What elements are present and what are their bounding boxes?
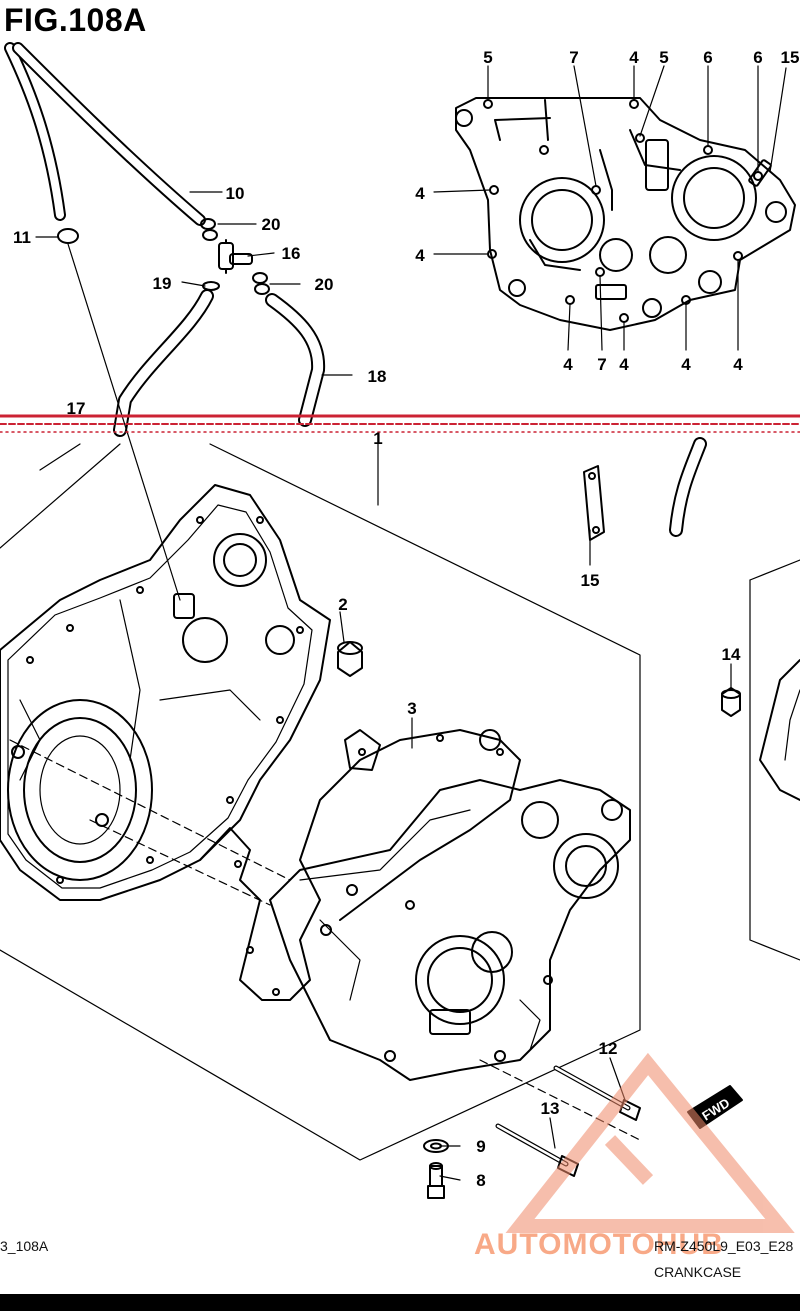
callout-5-b: 5 — [659, 48, 668, 67]
callout-11: 11 — [13, 228, 31, 247]
callout-4-e: 4 — [619, 355, 629, 374]
watermark-logo-icon — [505, 1052, 795, 1233]
section-name: CRANKCASE — [654, 1264, 742, 1280]
callout-6-b: 6 — [753, 48, 762, 67]
callout-3: 3 — [407, 699, 416, 718]
clamp-20-lower-a — [252, 272, 268, 284]
fitting-16-part — [218, 239, 253, 274]
hose-10-drawing — [4, 42, 206, 226]
callout-15-b: 15 — [581, 571, 600, 590]
callout-19: 19 — [153, 274, 172, 293]
callout-14: 14 — [722, 645, 741, 664]
leader-lines-top-left — [35, 191, 353, 601]
callout-4-f: 4 — [681, 355, 691, 374]
callout-8: 8 — [476, 1171, 485, 1190]
callout-4-a: 4 — [629, 48, 639, 67]
gasket-3-part — [199, 729, 521, 1001]
callout-4-c: 4 — [415, 246, 425, 265]
callout-18: 18 — [368, 367, 387, 386]
callout-4-b: 4 — [415, 184, 425, 203]
callout-15-a: 15 — [781, 48, 800, 67]
figure-code-left: 3_108A — [0, 1238, 49, 1254]
callout-2: 2 — [338, 595, 347, 614]
callout-labels: 1 2 3 5 7 4 5 6 6 15 4 4 4 7 4 4 4 10 11… — [13, 48, 799, 1190]
callout-4-g: 4 — [733, 355, 743, 374]
callout-12: 12 — [599, 1039, 618, 1058]
callout-9: 9 — [476, 1137, 485, 1156]
callout-16: 16 — [282, 244, 301, 263]
clamp-20-upper-a — [200, 218, 216, 230]
nut-14-part — [721, 687, 741, 717]
callout-1: 1 — [373, 429, 382, 448]
clamp-20-lower-b — [254, 283, 270, 295]
model-code: RM-Z450L9_E03_E28 — [654, 1238, 794, 1254]
crankcase-side-view — [455, 97, 796, 331]
callout-7-b: 7 — [597, 355, 606, 374]
callout-17: 17 — [67, 399, 86, 418]
watermark-text: AUTOMOTOHUB — [474, 1228, 724, 1261]
hose-18-drawing — [113, 289, 326, 437]
callout-13: 13 — [541, 1099, 560, 1118]
clamp-11-part — [57, 228, 79, 244]
exploded-frame — [0, 443, 800, 1181]
left-crankcase-half — [0, 484, 331, 901]
figure-title: FIG.108A — [4, 2, 147, 38]
dowel-2-part — [337, 641, 363, 677]
bolt-8-part — [427, 1162, 445, 1199]
right-crankcase-half — [269, 779, 631, 1081]
right-edge-partial-case — [759, 659, 800, 801]
callout-6-a: 6 — [703, 48, 712, 67]
separator-line — [0, 414, 800, 433]
callout-20-a: 20 — [262, 215, 281, 234]
callout-5-a: 5 — [483, 48, 492, 67]
clamp-20-upper-b — [202, 229, 218, 241]
callout-10: 10 — [226, 184, 245, 203]
callout-4-d: 4 — [563, 355, 573, 374]
washer-9-part — [423, 1139, 449, 1153]
callout-7-a: 7 — [569, 48, 578, 67]
bottom-bar — [0, 1294, 800, 1311]
bracket-15-part — [583, 465, 605, 541]
leader-lines-top-right — [433, 65, 787, 351]
callout-20-b: 20 — [315, 275, 334, 294]
